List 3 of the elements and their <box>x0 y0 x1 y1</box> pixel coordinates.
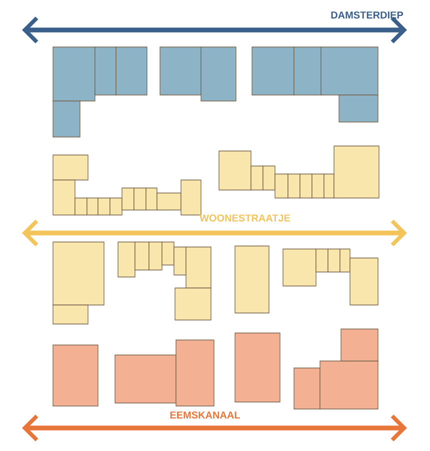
street-label: WOONESTRAATJE <box>200 214 290 222</box>
street-label: EEMSKANAAL <box>170 411 240 419</box>
street-label: DAMSTERDIEP <box>331 11 404 19</box>
